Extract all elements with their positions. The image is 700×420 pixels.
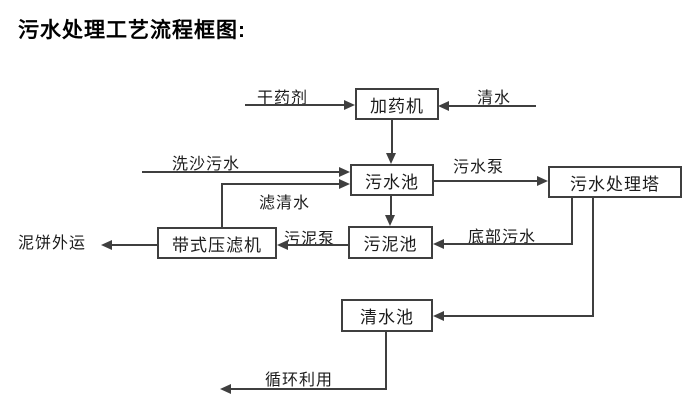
label-filtered-water: 滤清水 (259, 195, 311, 212)
node-belt-filter-press: 带式压滤机 (157, 227, 277, 259)
arrow-pool-to-sludge-head-icon (385, 215, 395, 226)
arrow-tower-to-clean-vline (592, 198, 594, 317)
page-title: 污水处理工艺流程框图: (18, 19, 246, 42)
node-sewage-treatment-tower: 污水处理塔 (548, 166, 682, 198)
arrow-filtered-water-vline (221, 184, 223, 227)
arrow-sewage-pump-line (434, 180, 537, 182)
arrow-filtered-water-head-icon (339, 179, 350, 189)
arrow-pool-to-sludge-line (390, 196, 392, 216)
arrow-sand-washing-head-icon (339, 167, 350, 177)
label-dry-agent: 干药剂 (257, 90, 309, 107)
arrow-sludge-pump-line (288, 244, 348, 246)
arrow-recycle-head-icon (220, 384, 231, 394)
arrow-mud-cake-line (112, 244, 157, 246)
arrow-recycle-hline (231, 388, 387, 390)
arrow-mud-cake-head-icon (101, 240, 112, 250)
arrow-dosing-to-pool-line (391, 120, 393, 154)
label-mud-cake-outbound: 泥饼外运 (18, 235, 87, 252)
arrow-sand-washing-line (142, 171, 339, 173)
arrow-dry-agent-line (245, 104, 345, 106)
label-sewage-pump: 污水泵 (453, 159, 505, 176)
node-sewage-pool: 污水池 (350, 164, 434, 196)
node-dosing-machine: 加药机 (355, 88, 439, 120)
arrow-sludge-pump-head-icon (277, 240, 288, 250)
label-sludge-pump: 污泥泵 (284, 231, 336, 248)
arrow-bottom-sewage-head-icon (433, 239, 444, 249)
arrow-filtered-water-hline (221, 183, 339, 185)
arrow-dosing-to-pool-head-icon (386, 153, 396, 164)
arrow-bottom-sewage-vline (571, 198, 573, 245)
node-sludge-pool: 污泥池 (348, 226, 433, 259)
label-clean-water: 清水 (477, 90, 512, 107)
arrow-bottom-sewage-hline (444, 243, 573, 245)
arrow-tower-to-clean-head-icon (433, 311, 444, 321)
arrow-sewage-pump-head-icon (537, 176, 548, 186)
arrow-recycle-vline (385, 332, 387, 390)
label-sand-washing-sewage: 洗沙污水 (172, 156, 241, 173)
arrow-clean-water-head-icon (438, 101, 449, 111)
arrow-clean-water-line (449, 105, 536, 107)
label-bottom-sewage: 底部污水 (468, 229, 537, 246)
node-clean-water-pool: 清水池 (341, 299, 433, 332)
arrow-tower-to-clean-hline (444, 315, 594, 317)
arrow-dry-agent-head-icon (344, 100, 355, 110)
label-recycle-use: 循环利用 (265, 372, 334, 389)
